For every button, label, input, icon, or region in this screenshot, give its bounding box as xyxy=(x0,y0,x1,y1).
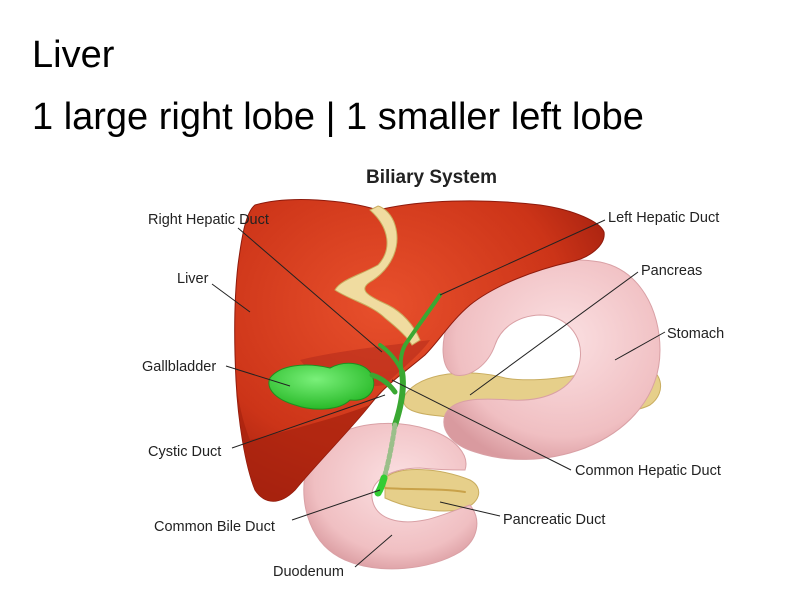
gallbladder xyxy=(268,362,375,410)
bile-ducts xyxy=(369,293,466,497)
label-common-bile-duct: Common Bile Duct xyxy=(154,519,275,535)
label-liver: Liver xyxy=(177,271,209,287)
label-right-hepatic-duct: Right Hepatic Duct xyxy=(148,212,269,228)
liver xyxy=(234,199,605,502)
label-left-hepatic-duct: Left Hepatic Duct xyxy=(608,210,719,226)
label-pancreatic-duct: Pancreatic Duct xyxy=(503,512,605,528)
stomach xyxy=(442,259,661,460)
label-common-hepatic-duct: Common Hepatic Duct xyxy=(575,463,721,479)
leader-lines xyxy=(211,219,666,568)
slide-subheading: 1 large right lobe | 1 smaller left lobe xyxy=(32,96,644,138)
diagram-labels: Right Hepatic Duct Liver Gallbladder Cys… xyxy=(142,210,724,580)
label-cystic-duct: Cystic Duct xyxy=(148,444,221,460)
label-pancreas: Pancreas xyxy=(641,263,702,279)
label-gallbladder: Gallbladder xyxy=(142,359,216,375)
diagram-title: Biliary System xyxy=(366,167,497,188)
label-duodenum: Duodenum xyxy=(273,564,344,580)
label-stomach: Stomach xyxy=(667,326,724,342)
duodenum xyxy=(303,423,478,570)
slide-heading: Liver xyxy=(32,34,115,76)
